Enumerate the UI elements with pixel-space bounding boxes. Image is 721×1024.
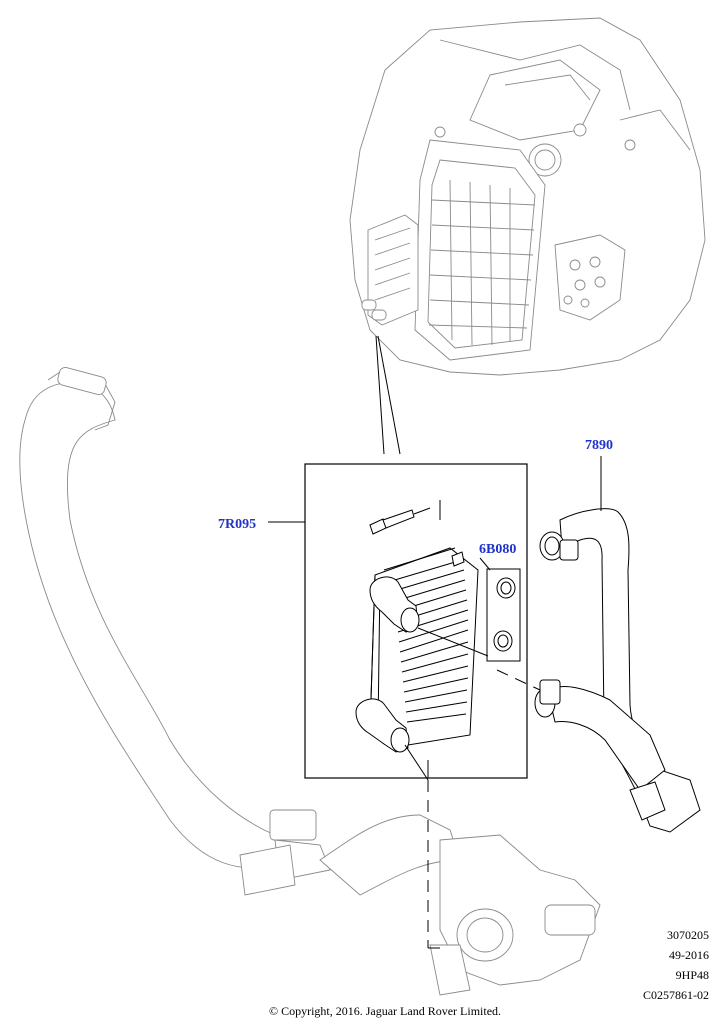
detail-frame (304, 463, 528, 779)
bolt-illustration (369, 500, 441, 535)
tube-illustration (534, 456, 701, 833)
coolant-hose-illustration (19, 366, 601, 996)
reference-line-1: 3070205 (667, 928, 709, 942)
dashed-leaders (427, 669, 541, 949)
oil-cooler-illustration (355, 547, 489, 781)
callout-oil-cooler: 7R095 (218, 517, 257, 532)
seal-illustration (479, 557, 521, 662)
reference-block: 3070205 49-2016 9HP48 C0257861-02 (643, 925, 709, 1005)
callout-seal: 6B080 (479, 542, 517, 557)
reference-line-3: 9HP48 (675, 968, 709, 982)
copyright-notice: © Copyright, 2016. Jaguar Land Rover Lim… (268, 1004, 502, 1018)
leader-lines (375, 335, 401, 455)
callout-tube: 7890 (585, 438, 613, 453)
reference-line-2: 49-2016 (669, 948, 709, 962)
transmission-illustration (349, 17, 706, 376)
reference-line-4: C0257861-02 (643, 988, 709, 1002)
